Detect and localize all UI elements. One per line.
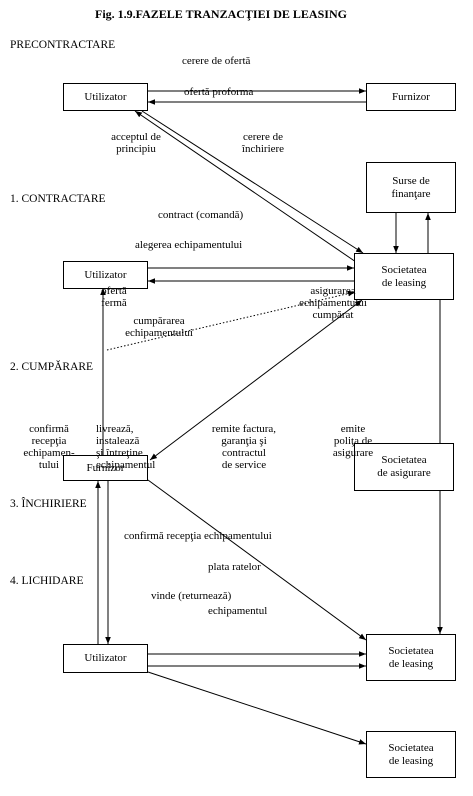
arrow-remite: [149, 299, 363, 461]
phase-inchiriere: 3. ÎNCHIRIERE: [10, 498, 87, 510]
label-oferta-ferma: ofertă fermă: [101, 285, 127, 309]
arrow-echipamentul: [147, 671, 367, 745]
label-confirma-receptia: confirmă recepţia echipamen- tului: [23, 423, 75, 471]
box-utilizator-2: Utilizator: [63, 261, 148, 289]
arrow-acceptul: [134, 110, 357, 263]
arrow-confirma-echip: [147, 479, 367, 641]
label-vinde: vinde (returnează): [151, 590, 232, 602]
label-cerere-inchiriere: cerere de închiriere: [241, 131, 285, 155]
label-plata-ratelor: plata ratelor: [208, 561, 261, 573]
box-societatea-leasing-3: Societatea de leasing: [366, 731, 456, 778]
box-furnizor-2: Furnizor: [63, 455, 148, 481]
arrow-cerere-inchiriere: [141, 110, 364, 254]
phase-precontractare: PRECONTRACTARE: [10, 39, 116, 51]
label-confirma-echipamentului: confirmă recepţia echipamentului: [124, 530, 272, 542]
label-alegerea: alegerea echipamentului: [135, 239, 243, 251]
label-remite: remite factura, garanţia şi contractul d…: [211, 423, 277, 471]
box-utilizator-3: Utilizator: [63, 644, 148, 673]
label-echipamentul: echipamentul: [208, 605, 268, 617]
label-cumpararea: cumpărarea echipamentului: [125, 315, 193, 339]
phase-lichidare: 4. LICHIDARE: [10, 575, 84, 587]
phase-cumparare: 2. CUMPĂRARE: [10, 361, 94, 373]
label-oferta-proforma: ofertă proforma: [184, 86, 254, 98]
label-emite: emite poliţa de asigurare: [332, 423, 374, 459]
page-title: Fig. 1.9.FAZELE TRANZACŢIEI DE LEASING: [95, 7, 347, 21]
box-furnizor-1: Furnizor: [366, 83, 456, 111]
box-societatea-leasing-2: Societatea de leasing: [366, 634, 456, 681]
label-livreaza: livrează, instalează şi întreţine echipa…: [96, 423, 156, 471]
box-societatea-leasing-1: Societatea de leasing: [354, 253, 454, 300]
box-utilizator-1: Utilizator: [63, 83, 148, 111]
label-cerere-oferta: cerere de ofertă: [182, 55, 251, 67]
label-asigurarea: asigurarea echipamentului cumpărat: [299, 285, 367, 321]
label-acceptul: acceptul de principiu: [111, 131, 161, 155]
box-surse-finantare: Surse de finanţare: [366, 162, 456, 213]
label-contract: contract (comandă): [158, 209, 244, 221]
box-societatea-asigurare: Societatea de asigurare: [354, 443, 454, 491]
phase-contractare: 1. CONTRACTARE: [10, 193, 106, 205]
